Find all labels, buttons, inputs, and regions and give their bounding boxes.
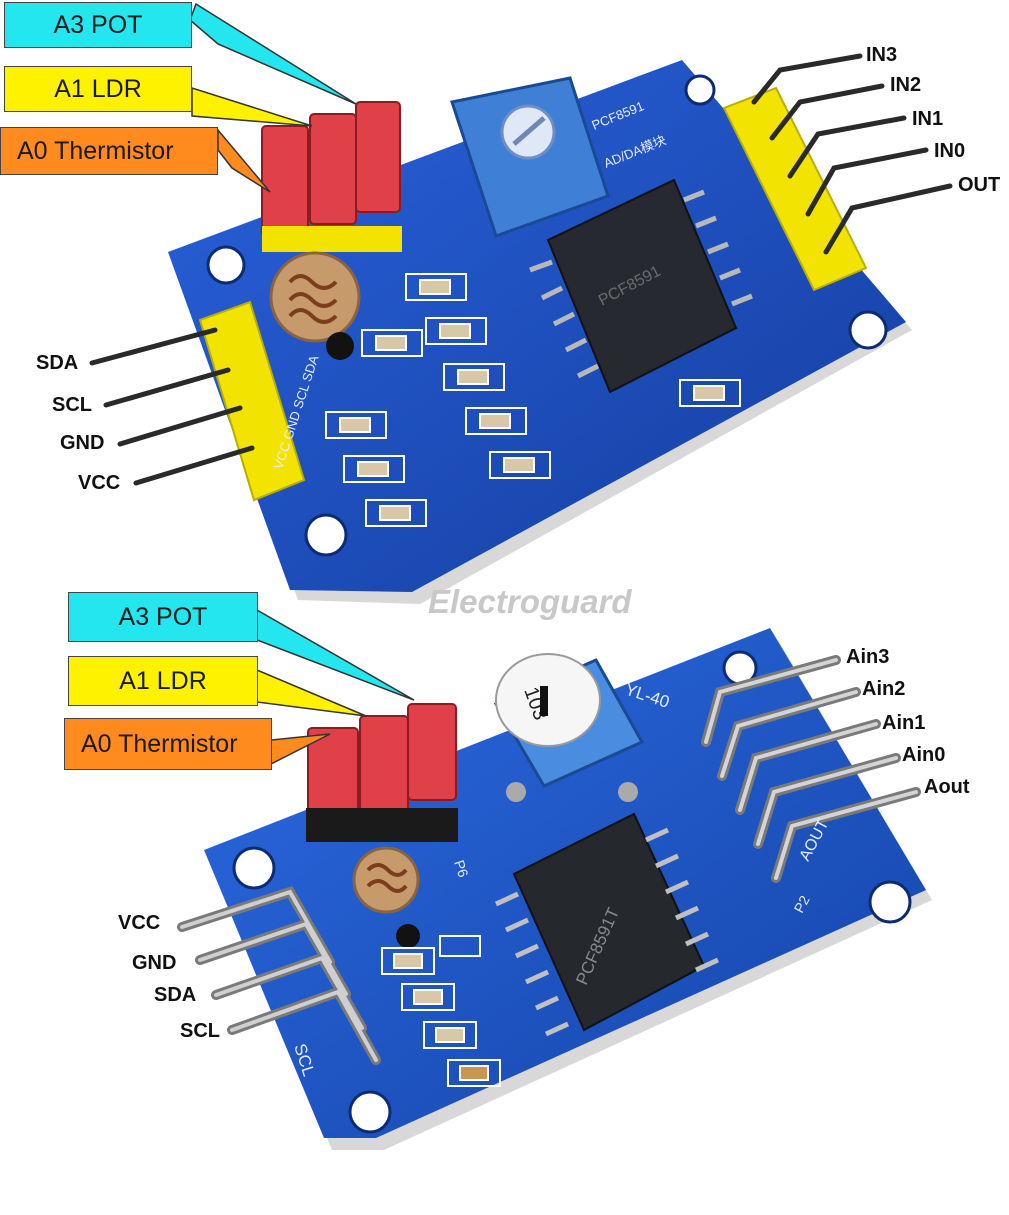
bottom-left-pins <box>177 885 381 1065</box>
top-pin-label-gnd: GND <box>60 432 105 454</box>
bottom-pin-label-aout: Aout <box>924 776 970 798</box>
bottom-pin-label-ain2: Ain2 <box>862 678 906 700</box>
watermark-text: Electroguard <box>428 583 632 620</box>
bottom-pin-label-ain3: Ain3 <box>846 646 890 668</box>
bottom-pin-label-ain0: Ain0 <box>902 744 946 766</box>
bottom-pin-label-gnd: GND <box>132 952 177 974</box>
top-board: PCF8591 PCF8591 AD/DA模块 VCC GND SCL SDA <box>89 53 953 604</box>
bottom-jumpers <box>306 703 458 842</box>
top-left-pins <box>89 327 255 486</box>
top-pin-label-in0: IN0 <box>934 140 966 162</box>
top-jumpers <box>261 101 402 252</box>
bottom-pin-label-sda: SDA <box>154 984 197 1006</box>
bottom-callout-a0-thermistor: A0 Thermistor <box>64 718 272 770</box>
bottom-mounting-holes <box>232 650 912 1134</box>
top-callout-a1-ldr: A1 LDR <box>4 66 192 112</box>
top-ic-chip: PCF8591 <box>529 178 753 394</box>
bottom-callout-a3-pot: A3 POT <box>68 592 258 642</box>
top-left-header <box>198 300 306 502</box>
top-pin-label-vcc: VCC <box>78 472 121 494</box>
bottom-callout-a1-ldr: A1 LDR <box>68 656 258 706</box>
top-mounting-holes <box>206 74 888 557</box>
top-pin-label-in1: IN1 <box>912 108 944 130</box>
top-smd-components <box>325 273 741 527</box>
top-pin-label-sda: SDA <box>36 352 79 374</box>
top-callout-a3-pot: A3 POT <box>4 2 192 48</box>
bottom-smd-components <box>381 935 501 1087</box>
bottom-potentiometer: 103 <box>493 653 645 802</box>
top-pin-label-in2: IN2 <box>890 74 922 96</box>
bottom-right-pins <box>701 655 921 883</box>
bottom-silk-p6: P6 <box>451 858 472 879</box>
top-pin-label-out: OUT <box>958 174 1001 196</box>
bottom-silk-p2: P2 <box>791 893 813 916</box>
bottom-pin-label-scl: SCL <box>180 1020 220 1042</box>
top-ldr <box>269 251 361 360</box>
top-pin-label-in3: IN3 <box>866 44 898 66</box>
bottom-pin-label-vcc: VCC <box>118 912 161 934</box>
bottom-ic-chip: PCF8591T <box>494 812 720 1037</box>
bottom-board: 103 PCF8591T YL-40 AOUT P2 P6 SCL <box>177 628 932 1150</box>
top-right-pins <box>751 53 953 255</box>
top-potentiometer <box>450 76 610 238</box>
top-pin-label-scl: SCL <box>52 394 92 416</box>
bottom-pin-label-ain1: Ain1 <box>882 712 926 734</box>
bottom-ldr <box>352 846 420 948</box>
top-callout-a0-thermistor: A0 Thermistor <box>0 127 218 175</box>
